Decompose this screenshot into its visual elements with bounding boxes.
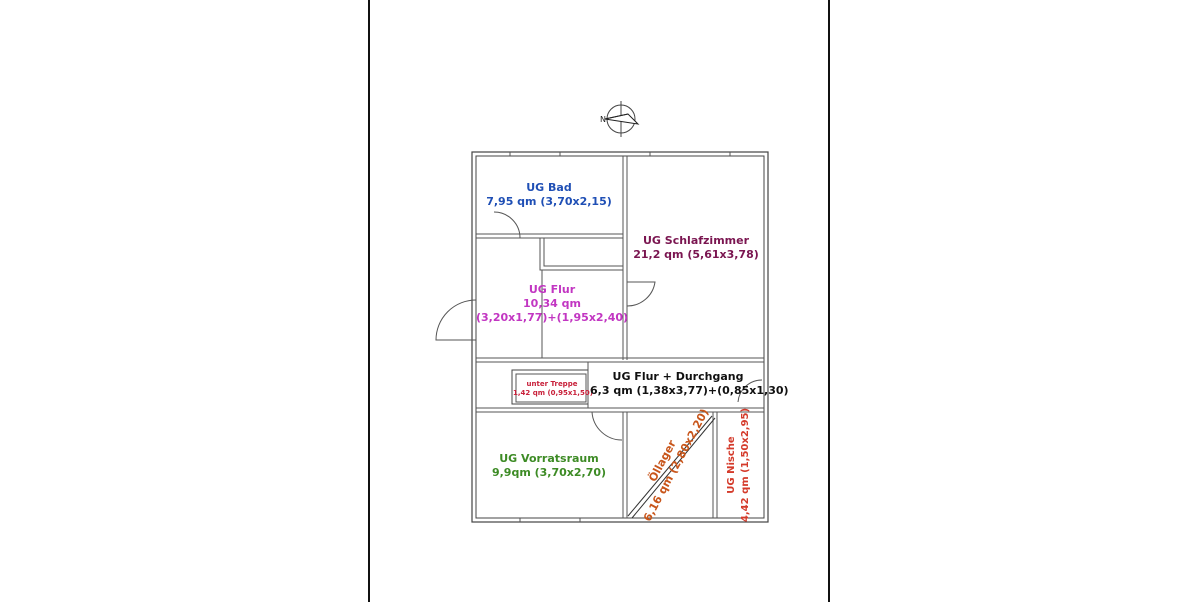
room-flur-detail: (3,20x1,77)+(1,95x2,40): [476, 311, 629, 324]
room-vorratsraum-name: UG Vorratsraum: [499, 452, 599, 465]
room-bad-name: UG Bad: [526, 181, 572, 194]
room-nische: UG Nische 4,42 qm (1,50x2,95): [725, 405, 755, 525]
room-bad: UG Bad 7,95 qm (3,70x2,15): [476, 181, 622, 209]
room-schlafzimmer: UG Schlafzimmer 21,2 qm (5,61x3,78): [628, 234, 764, 262]
compass-icon: [604, 101, 640, 137]
room-vorratsraum-area: 9,9qm (3,70x2,70): [491, 466, 607, 479]
room-treppe-area: 1,42 qm (0,95x1,50): [513, 389, 593, 397]
room-bad-area: 7,95 qm (3,70x2,15): [486, 195, 612, 208]
room-durchgang: UG Flur + Durchgang 6,3 qm (1,38x3,77)+(…: [590, 370, 789, 398]
room-durchgang-area: 6,3 qm (1,38x3,77)+(0,85x1,30): [590, 384, 789, 397]
outer-wall: [471, 151, 769, 523]
room-flur-name: UG Flur: [528, 283, 576, 296]
page-frame: [368, 0, 830, 602]
room-treppe-name: unter Treppe: [526, 380, 578, 388]
room-nische-name: UG Nische: [726, 436, 737, 494]
room-treppe: unter Treppe 1,42 qm (0,95x1,50): [513, 380, 593, 398]
compass-north-label: N: [600, 115, 606, 124]
room-flur-area: 10,34 qm: [523, 297, 581, 310]
room-nische-area: 4,42 qm (1,50x2,95): [740, 407, 751, 523]
room-durchgang-name: UG Flur + Durchgang: [612, 370, 744, 383]
room-flur: UG Flur 10,34 qm (3,20x1,77)+(1,95x2,40): [476, 283, 628, 325]
room-vorratsraum: UG Vorratsraum 9,9qm (3,70x2,70): [476, 452, 622, 480]
room-schlafzimmer-name: UG Schlafzimmer: [642, 234, 750, 247]
room-schlafzimmer-area: 21,2 qm (5,61x3,78): [633, 248, 759, 261]
